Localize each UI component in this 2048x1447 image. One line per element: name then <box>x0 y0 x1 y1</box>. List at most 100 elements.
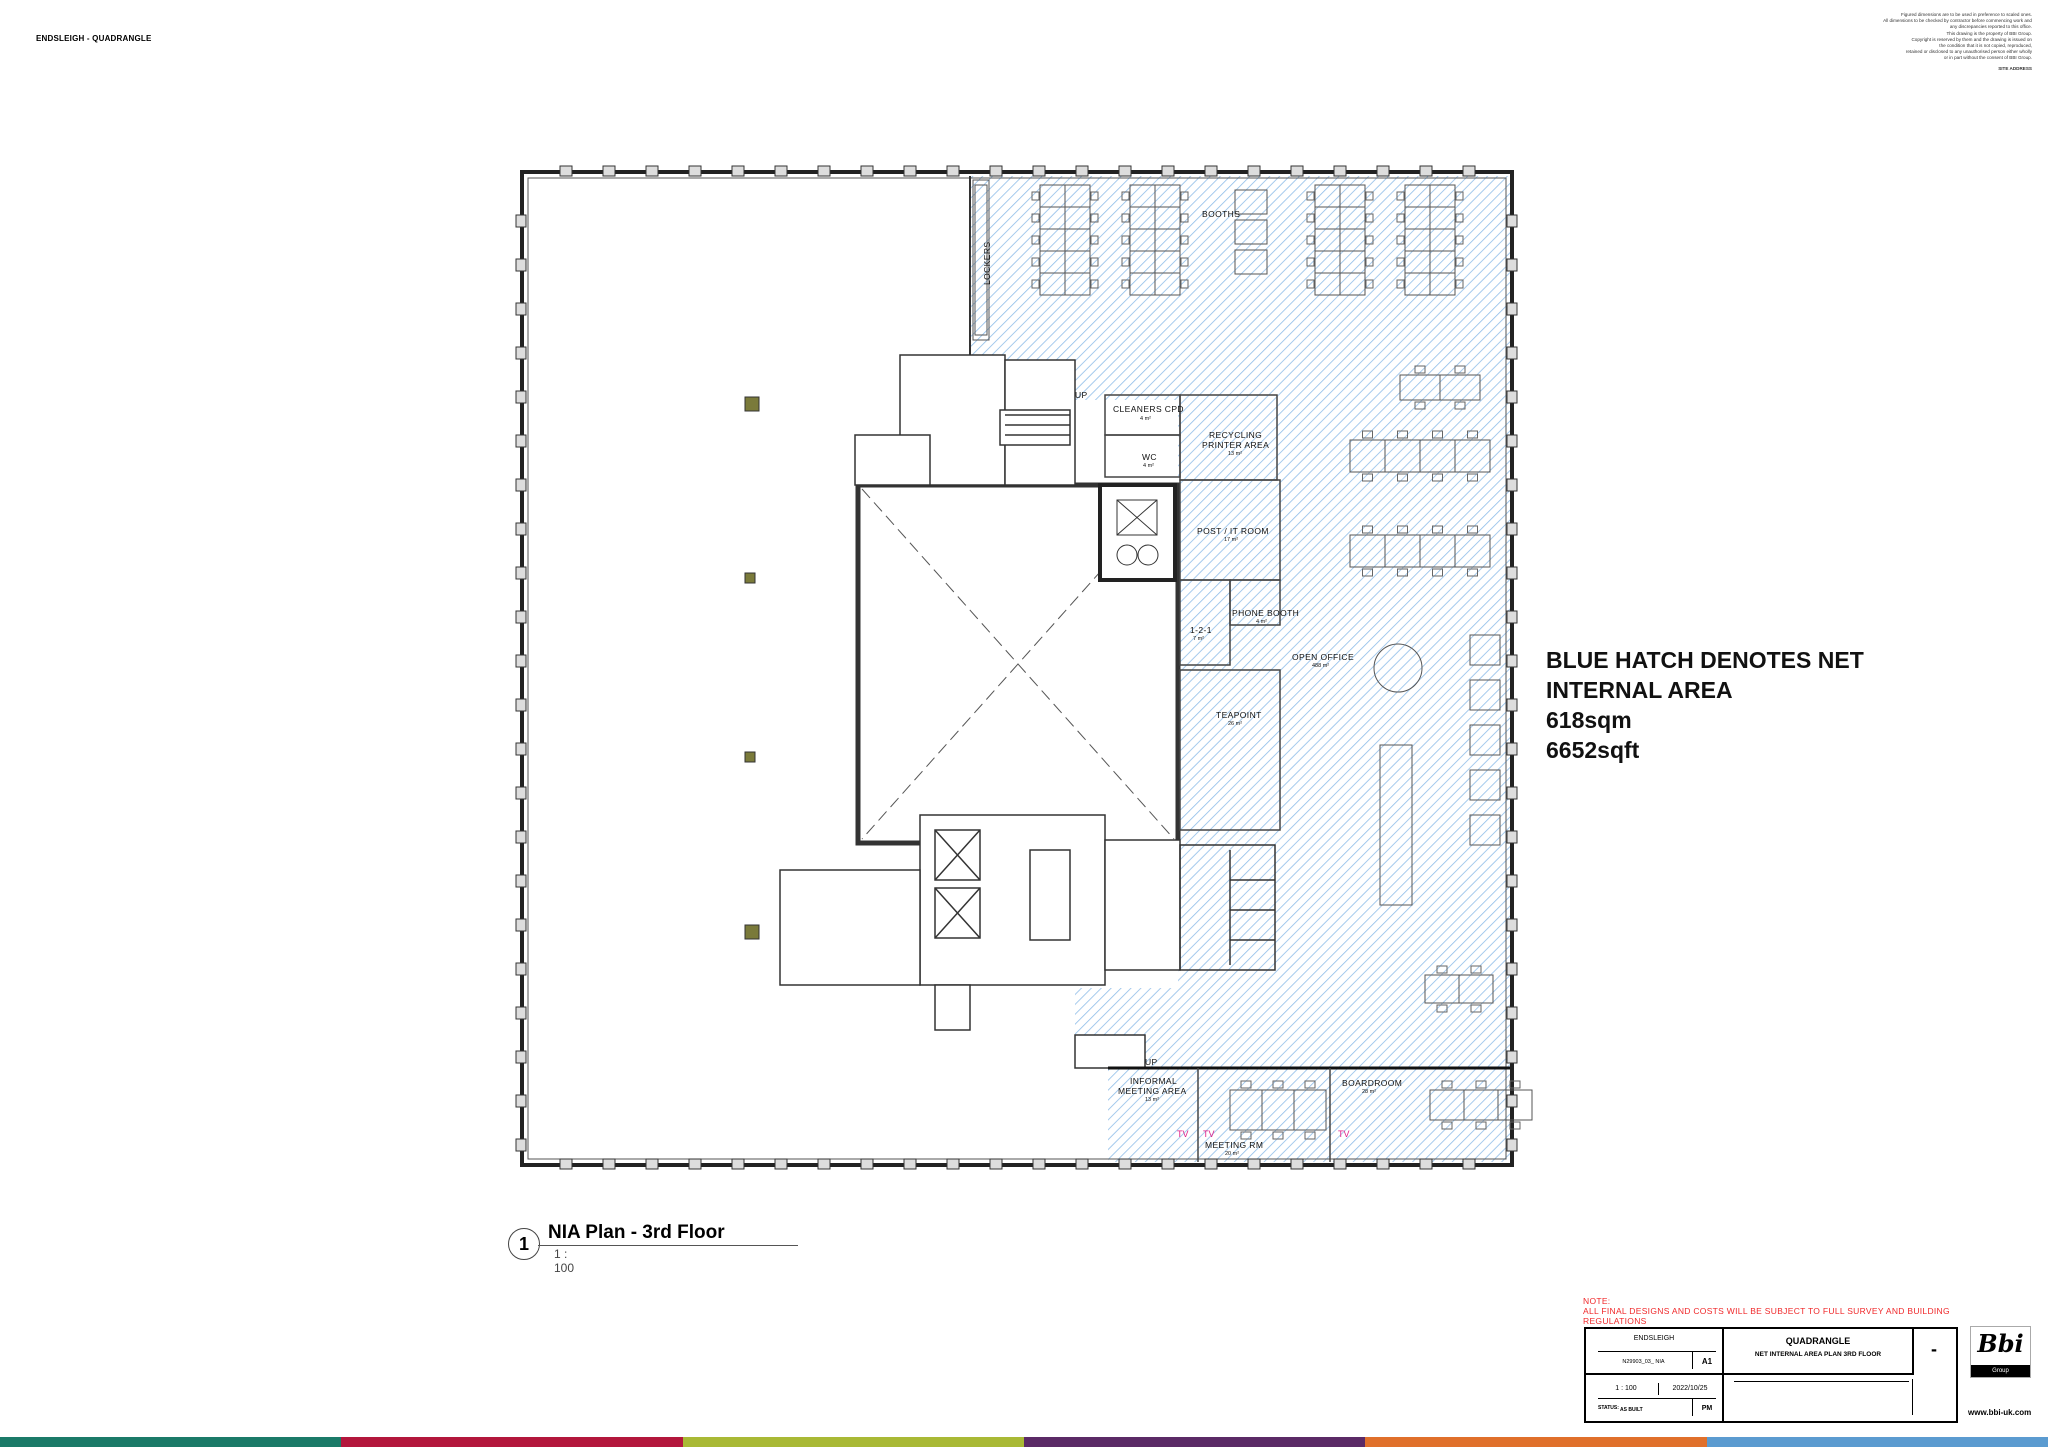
column <box>1506 918 1518 932</box>
column <box>515 1050 527 1064</box>
chair <box>1470 965 1482 974</box>
chair <box>1396 257 1405 267</box>
desk <box>1429 272 1456 296</box>
chair <box>1306 213 1315 223</box>
chair <box>1090 279 1099 289</box>
chair <box>1455 279 1464 289</box>
column <box>645 165 659 177</box>
column <box>1075 165 1089 177</box>
column <box>1506 346 1518 360</box>
column <box>903 1158 917 1170</box>
chair <box>1121 279 1130 289</box>
tb-drawn-by: PM <box>1701 1405 1713 1412</box>
note: NOTE: ALL FINAL DESIGNS AND COSTS WILL B… <box>1583 1296 1953 1326</box>
column <box>1506 214 1518 228</box>
column <box>1506 874 1518 888</box>
column <box>602 165 616 177</box>
nia-hatch-area <box>970 176 1510 1162</box>
column <box>515 830 527 844</box>
chair <box>1396 191 1405 201</box>
column <box>731 1158 745 1170</box>
column <box>515 962 527 976</box>
desk <box>1064 272 1091 296</box>
area-phone-booth: 4 m² <box>1256 619 1267 625</box>
project-label: ENDSLEIGH - QUADRANGLE <box>36 34 152 43</box>
label-teapoint: TEAPOINT <box>1216 710 1262 720</box>
disclaimer: Figured dimensions are to be used in pre… <box>1832 12 2032 72</box>
chair <box>1365 191 1374 201</box>
chair <box>1454 401 1466 410</box>
chair <box>1397 430 1408 439</box>
chair <box>1031 213 1040 223</box>
chair <box>1362 568 1373 577</box>
desk <box>1439 374 1481 401</box>
chair <box>1362 473 1373 482</box>
disclaimer-line: or in part without the consent of BBI Gr… <box>1943 55 2032 61</box>
bbi-logo: Bbi Group <box>1970 1326 2031 1378</box>
column <box>1247 1158 1261 1170</box>
column <box>559 165 573 177</box>
column <box>946 165 960 177</box>
chair <box>1090 213 1099 223</box>
chair <box>1306 191 1315 201</box>
column <box>515 742 527 756</box>
title-block: ENDSLEIGH N29903_03_ NIA A1 1 : 100 2022… <box>1584 1327 1958 1423</box>
chair <box>1365 213 1374 223</box>
column <box>731 165 745 177</box>
booth <box>1234 249 1268 275</box>
round-table <box>1373 643 1423 693</box>
column <box>946 1158 960 1170</box>
sofa <box>1469 679 1501 711</box>
color-segment <box>682 1437 1024 1447</box>
chair <box>1509 1080 1521 1089</box>
note-text: ALL FINAL DESIGNS AND COSTS WILL BE SUBJ… <box>1583 1306 1950 1326</box>
stair-core-bottom <box>779 814 1181 1069</box>
disclaimer-line: Figured dimensions are to be used in pre… <box>1900 12 2032 17</box>
tb-client: ENDSLEIGH <box>1633 1335 1675 1342</box>
chair <box>1475 1121 1487 1130</box>
label-meeting-rm: MEETING RM <box>1205 1140 1263 1150</box>
column <box>515 522 527 536</box>
chair <box>1121 235 1130 245</box>
column <box>515 390 527 404</box>
column <box>1290 1158 1304 1170</box>
column <box>515 786 527 800</box>
column <box>1506 390 1518 404</box>
website: www.bbi-uk.com <box>1968 1408 2032 1417</box>
tb-status-label: STATUS: <box>1598 1405 1619 1411</box>
chair <box>1432 473 1443 482</box>
label-tv: TV <box>1338 1129 1350 1139</box>
column <box>989 1158 1003 1170</box>
disclaimer-line: Copyright is reserved by them and the dr… <box>1911 36 2032 42</box>
lockers <box>972 179 990 341</box>
label-recycling: RECYCLING <box>1209 430 1262 440</box>
column <box>1204 165 1218 177</box>
column <box>515 1094 527 1108</box>
column <box>1204 1158 1218 1170</box>
label-lockers: LOCKERS <box>982 242 992 285</box>
chair <box>1362 430 1373 439</box>
chair <box>1365 257 1374 267</box>
column <box>860 165 874 177</box>
column <box>602 1158 616 1170</box>
chair <box>1121 257 1130 267</box>
area-1-2-1: 7 m² <box>1193 636 1204 642</box>
color-segment <box>341 1437 683 1447</box>
column <box>515 1006 527 1020</box>
chair <box>1509 1121 1521 1130</box>
chair <box>1090 235 1099 245</box>
chair <box>1455 235 1464 245</box>
column <box>774 165 788 177</box>
stair-core-top <box>854 354 1076 486</box>
label-meeting-area: MEETING AREA <box>1118 1086 1187 1096</box>
booth <box>1234 219 1268 245</box>
label-wc: WC <box>1142 452 1157 462</box>
column <box>1290 165 1304 177</box>
column <box>1506 302 1518 316</box>
area-cleaners: 4 m² <box>1140 416 1151 422</box>
tb-drawing-no: N29903_03_ NIA <box>1622 1359 1665 1365</box>
chair <box>1031 235 1040 245</box>
column <box>1506 786 1518 800</box>
view-title-underline <box>538 1245 798 1246</box>
chair <box>1397 525 1408 534</box>
